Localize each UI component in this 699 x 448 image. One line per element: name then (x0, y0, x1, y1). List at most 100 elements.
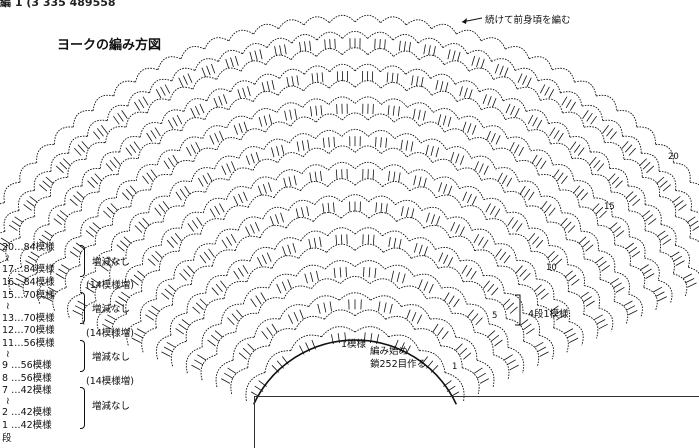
chain-arc (162, 205, 184, 223)
chain-arc (528, 56, 553, 70)
chain-arc (279, 68, 305, 79)
stitch-mark (567, 274, 577, 282)
stitch-mark (339, 267, 342, 278)
stitch-mark (374, 38, 376, 49)
chain-arc (553, 298, 571, 322)
stitch-mark (13, 282, 23, 288)
stitch-mark (233, 125, 238, 135)
stitch-mark (585, 244, 594, 252)
chain-arc (538, 334, 555, 360)
stitch-mark (207, 339, 216, 347)
chain-arc (206, 88, 231, 102)
stitch-mark (670, 251, 680, 258)
chain-arc (469, 137, 494, 151)
stitch-mark (269, 216, 275, 226)
chain-arc (194, 58, 219, 71)
chain-arc (516, 160, 539, 176)
stitch-mark (423, 177, 427, 188)
chain-arc (507, 346, 525, 374)
stitch-mark (134, 332, 144, 339)
stitch-mark (450, 151, 455, 162)
stitch-mark (227, 367, 237, 374)
stitch-mark (121, 291, 130, 299)
stitch-mark (211, 63, 216, 74)
stitch-mark (258, 116, 263, 127)
stitch-mark (195, 302, 204, 310)
chain-arc (593, 197, 613, 217)
stitch-mark (537, 346, 547, 353)
row-number-1: 1 (452, 362, 458, 372)
chain-arc (291, 34, 318, 44)
chain-arc (204, 37, 230, 50)
stitch-mark (692, 225, 699, 231)
stitch-mark (316, 72, 319, 83)
stitch-mark (598, 260, 607, 268)
stitch-mark (47, 286, 57, 293)
chain-arc (474, 331, 494, 355)
chain-arc (173, 259, 194, 279)
stitch-mark (199, 298, 208, 307)
chain-arc (3, 181, 21, 203)
stitch-mark (167, 157, 175, 167)
stitch-mark (208, 248, 215, 258)
chain-arc (481, 178, 505, 193)
chain-arc (614, 244, 631, 266)
chain-arc (148, 195, 170, 213)
stitch-mark (553, 309, 562, 317)
stitch-mark (123, 236, 132, 244)
chain-arc (559, 189, 580, 208)
stitch-mark (534, 341, 544, 348)
stitch-mark (174, 233, 182, 242)
stitch-mark (460, 155, 465, 166)
stitch-mark (187, 223, 195, 232)
stitch-mark (565, 99, 572, 109)
chain-arc (263, 138, 290, 150)
stitch-mark (612, 226, 621, 234)
chain-arc (504, 117, 529, 132)
chain-arc (253, 318, 280, 338)
stitch-mark (621, 141, 629, 150)
stitch-mark (58, 268, 68, 275)
stitch-mark (511, 220, 519, 229)
stitch-mark (41, 234, 51, 241)
chain-arc (328, 145, 356, 154)
chain-arc (446, 146, 472, 159)
stitch-mark (485, 203, 491, 213)
chain-arc (48, 204, 66, 225)
stitch-mark (191, 364, 201, 371)
stitch-mark (392, 105, 395, 116)
chain-arc (406, 152, 433, 163)
stitch-mark (528, 191, 535, 201)
stitch-mark (455, 343, 463, 351)
stitch-mark (478, 236, 484, 246)
stitch-mark (418, 244, 423, 255)
chain-arc (551, 67, 575, 83)
chain-arc (655, 143, 674, 163)
stitch-mark (506, 302, 515, 310)
stitch-mark (231, 313, 239, 322)
stitch-mark (172, 154, 179, 164)
legend-row-17: 17…84模様 (2, 264, 55, 275)
chain-arc (205, 178, 229, 193)
chart-title: ヨークの編み方図 (57, 38, 162, 53)
stitch-mark (471, 313, 479, 322)
chain-arc (405, 19, 432, 30)
chain-arc (288, 133, 316, 144)
chain-arc (368, 212, 397, 222)
stitch-mark (653, 286, 663, 293)
chain-arc (230, 80, 256, 92)
chain-arc (80, 216, 99, 237)
stitch-mark (519, 269, 527, 277)
stitch-mark (452, 50, 456, 61)
stitch-mark (503, 354, 513, 361)
chain-arc (546, 221, 567, 240)
stitch-mark (89, 226, 98, 234)
group-inc14: (14模様増) (86, 328, 135, 339)
stitch-mark (154, 127, 161, 137)
stitch-mark (117, 112, 124, 122)
stitch-mark (556, 172, 564, 181)
legend-row-11: 11…56模様 (2, 338, 55, 349)
stitch-mark (249, 51, 253, 62)
chain-arc (252, 158, 278, 171)
stitch-mark (615, 180, 623, 189)
